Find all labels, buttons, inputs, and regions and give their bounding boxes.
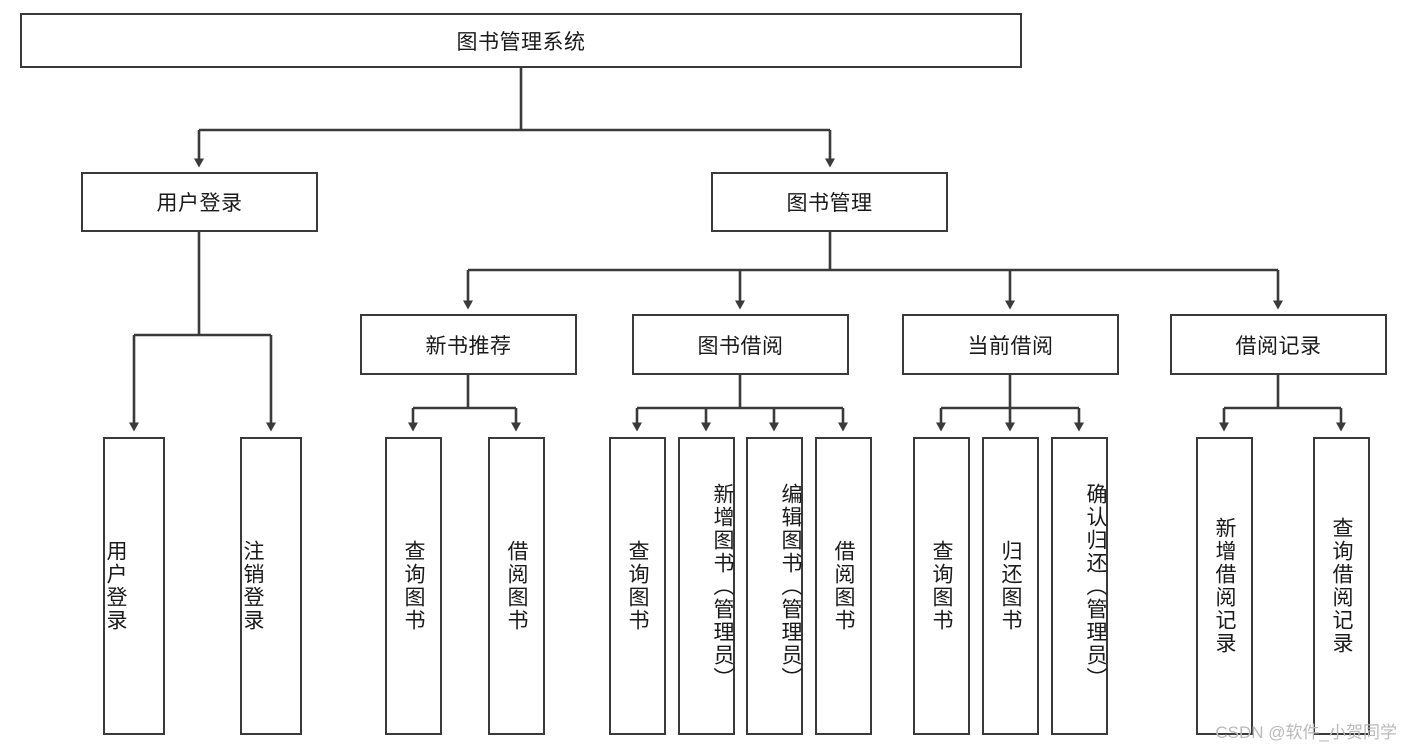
leaf-new-book-query[interactable]: 查询图书 — [385, 437, 442, 735]
leaf-user-login-login-label: 用户登录 — [104, 540, 127, 632]
leaf-book-borrow-query-label: 查询图书 — [626, 540, 649, 632]
node-book-management[interactable]: 图书管理 — [711, 172, 948, 232]
leaf-user-login-logout-label: 注销登录 — [241, 540, 264, 632]
leaf-book-borrow-edit[interactable]: 编辑图书（管理员） — [746, 437, 803, 735]
leaf-book-borrow-add[interactable]: 新增图书（管理员） — [678, 437, 735, 735]
leaf-borrow-record-query[interactable]: 查询借阅记录 — [1313, 437, 1370, 735]
node-current-borrow-label: 当前借阅 — [967, 334, 1054, 358]
node-root-label: 图书管理系统 — [456, 30, 586, 54]
node-current-borrow[interactable]: 当前借阅 — [902, 314, 1119, 375]
node-borrow-record-label: 借阅记录 — [1235, 334, 1322, 358]
leaf-new-book-query-label: 查询图书 — [402, 540, 425, 632]
node-book-borrow-label: 图书借阅 — [697, 334, 784, 358]
leaf-new-book-borrow[interactable]: 借阅图书 — [488, 437, 545, 735]
leaf-book-borrow-borrow-label: 借阅图书 — [832, 540, 855, 632]
node-new-book-recommend[interactable]: 新书推荐 — [360, 314, 577, 375]
leaf-borrow-record-add[interactable]: 新增借阅记录 — [1196, 437, 1253, 735]
leaf-current-borrow-return[interactable]: 归还图书 — [982, 437, 1039, 735]
leaf-book-borrow-edit-label: 编辑图书（管理员） — [779, 482, 802, 690]
leaf-current-borrow-query-label: 查询图书 — [930, 540, 953, 632]
leaf-current-borrow-return-label: 归还图书 — [999, 540, 1022, 632]
leaf-book-borrow-borrow[interactable]: 借阅图书 — [815, 437, 872, 735]
leaf-borrow-record-query-label: 查询借阅记录 — [1330, 517, 1353, 655]
leaf-borrow-record-add-label: 新增借阅记录 — [1213, 517, 1236, 655]
node-user-login-label: 用户登录 — [156, 192, 243, 215]
leaf-book-borrow-query[interactable]: 查询图书 — [609, 437, 666, 735]
leaf-current-borrow-confirm-label: 确认归还（管理员） — [1084, 482, 1107, 690]
node-book-borrow[interactable]: 图书借阅 — [632, 314, 849, 375]
leaf-current-borrow-confirm[interactable]: 确认归还（管理员） — [1051, 437, 1108, 735]
watermark-text: CSDN @软件_小贺同学 — [1215, 723, 1397, 742]
leaf-user-login-login[interactable]: 用户登录 — [103, 437, 165, 735]
node-user-login[interactable]: 用户登录 — [81, 172, 318, 232]
leaf-new-book-borrow-label: 借阅图书 — [505, 540, 528, 632]
node-book-management-label: 图书管理 — [786, 192, 873, 215]
node-new-book-recommend-label: 新书推荐 — [425, 334, 512, 358]
leaf-current-borrow-query[interactable]: 查询图书 — [913, 437, 970, 735]
node-root[interactable]: 图书管理系统 — [20, 13, 1022, 68]
leaf-user-login-logout[interactable]: 注销登录 — [240, 437, 302, 735]
node-borrow-record[interactable]: 借阅记录 — [1170, 314, 1387, 375]
leaf-book-borrow-add-label: 新增图书（管理员） — [711, 482, 734, 690]
